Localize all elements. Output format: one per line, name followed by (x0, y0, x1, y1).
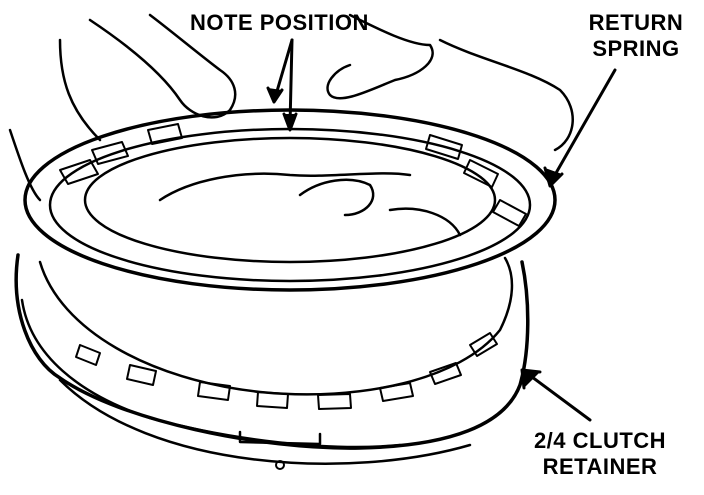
clutch-retainer (14, 253, 530, 470)
return-spring-arrow (550, 68, 617, 182)
return-spring-line2: SPRING (592, 36, 680, 61)
arrowhead-icon (266, 86, 284, 104)
note-position-arrow-left (273, 38, 294, 100)
clutch-retainer-line1: 2/4 CLUTCH (533, 428, 667, 453)
note-position-label: NOTE POSITION (190, 10, 369, 36)
return-spring-line1: RETURN (588, 10, 684, 35)
note-position-arrow-right (288, 38, 294, 127)
callout-arrows (266, 38, 617, 422)
return-spring (23, 108, 557, 292)
arrowhead-icon (282, 112, 298, 132)
clutch-retainer-line2: RETAINER (542, 454, 658, 479)
arrowhead-icon (543, 166, 564, 188)
clutch-retainer-label: 2/4 CLUTCH RETAINER (512, 428, 688, 480)
hands (8, 13, 574, 237)
note-position-text: NOTE POSITION (190, 10, 369, 35)
return-spring-label: RETURN SPRING (572, 10, 700, 62)
clutch-retainer-arrow (526, 372, 592, 422)
arrowhead-icon (520, 368, 542, 390)
